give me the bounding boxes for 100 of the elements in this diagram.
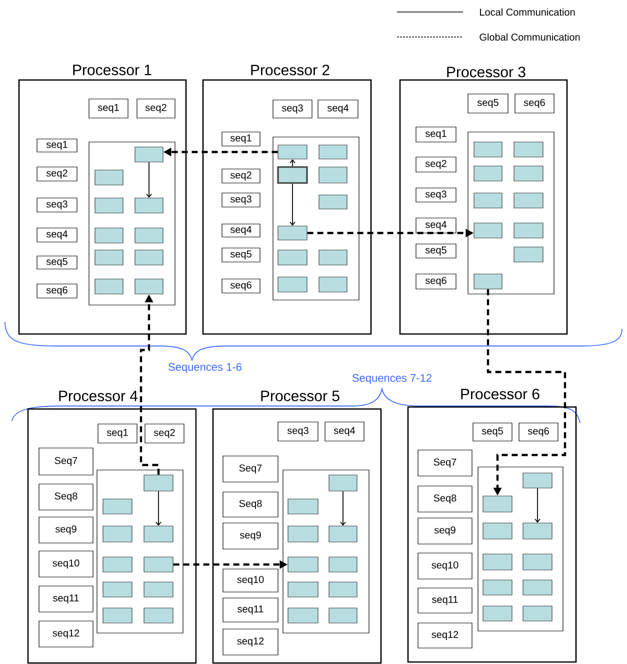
data-block [134,278,164,294]
data-block [514,222,544,238]
data-block [482,606,512,622]
sequence-box: seq6 [36,284,78,298]
legend-label: Global Communication [480,33,580,41]
inner-panel [88,142,176,306]
data-block [278,250,308,266]
data-block [134,250,164,266]
data-block [482,496,512,512]
sequence-box: seq10 [222,568,278,592]
data-block [144,474,174,492]
sequence-box: seq4 [318,100,358,118]
data-block [514,166,544,182]
data-block [134,146,164,162]
data-block [318,276,348,292]
sequence-box: seq4 [36,228,78,242]
inner-panel [478,466,564,632]
sequence-box: seq2 [222,168,260,184]
sequence-box: seq2 [144,424,184,444]
data-block [278,276,308,292]
sequence-box: seq5 [36,256,78,270]
data-block [328,608,358,624]
sequence-box: seq6 [514,94,554,114]
sequence-box: seq3 [416,188,456,202]
arrow [290,159,296,167]
data-block [482,580,512,596]
sequence-box: seq9 [418,518,472,544]
data-block [102,526,132,542]
data-block [144,526,174,542]
sequence-box: seq10 [38,550,94,578]
data-block [328,556,358,572]
data-block [102,498,132,514]
data-block [522,522,552,540]
sequence-box: seq12 [38,620,94,648]
sequence-box: seq9 [38,516,94,544]
processor-title: Processor 1 [73,64,152,76]
sequence-box: seq3 [222,192,260,208]
data-block [328,526,358,542]
sequence-box: Seq7 [418,450,472,476]
sequence-box: seq4 [324,422,364,442]
sequence-box: seq2 [136,98,176,118]
sequence-box: seq4 [222,224,260,238]
processor-title: Processor 5 [261,390,340,402]
data-block [318,194,348,210]
data-block [144,608,174,624]
inner-panel [96,470,184,634]
data-block [522,606,552,622]
sequence-box: seq12 [418,622,472,648]
sequence-box: Seq7 [38,448,94,476]
data-block [102,582,132,598]
sequence-box: Seq8 [38,484,94,510]
arrow [146,162,152,198]
sequence-box: seq11 [38,586,94,612]
data-block [482,554,512,570]
data-block [522,472,552,488]
data-block [94,170,124,186]
data-block [474,274,502,290]
data-block [514,142,544,158]
data-block [318,250,348,266]
data-block [134,228,164,244]
sequence-box: seq5 [222,248,260,262]
sequence-box: seq11 [222,598,278,622]
data-block [288,608,318,624]
processor-title: Processor 4 [59,390,138,402]
processor-title: Processor 3 [447,66,526,78]
arrow [340,490,346,526]
sequence-box: Seq8 [418,486,472,512]
data-block [144,582,174,598]
sequence-box: seq1 [98,424,138,444]
sequence-box: seq9 [222,522,278,550]
sequence-box: seq12 [222,628,278,656]
data-block [94,278,124,294]
data-block [94,250,124,266]
sequence-box: Seq8 [222,492,278,518]
sequence-box: seq3 [278,422,318,442]
processor-title: Processor 2 [251,64,330,76]
arrow [290,183,296,226]
sequence-box: seq5 [416,244,456,258]
data-block [514,246,544,262]
inner-panel [272,136,360,300]
data-block [144,556,174,572]
data-block [474,192,502,208]
sequence-box: seq10 [418,552,472,580]
data-block [94,228,124,244]
data-block [288,582,318,598]
sequence-box: seq6 [416,274,456,290]
data-block [278,144,308,160]
data-block [522,580,552,596]
data-block [318,166,348,184]
data-block [514,192,544,208]
sequence-box: seq5 [468,94,508,114]
sequence-box: seq6 [518,422,558,442]
sequence-box: seq2 [36,166,78,182]
inner-panel [282,470,370,634]
processor-title: Processor 6 [461,388,540,400]
sequence-box: seq3 [272,100,312,118]
brace-label: Sequences 7-12 [352,374,432,384]
data-block [278,226,308,240]
data-block [328,582,358,598]
data-block [522,554,552,570]
